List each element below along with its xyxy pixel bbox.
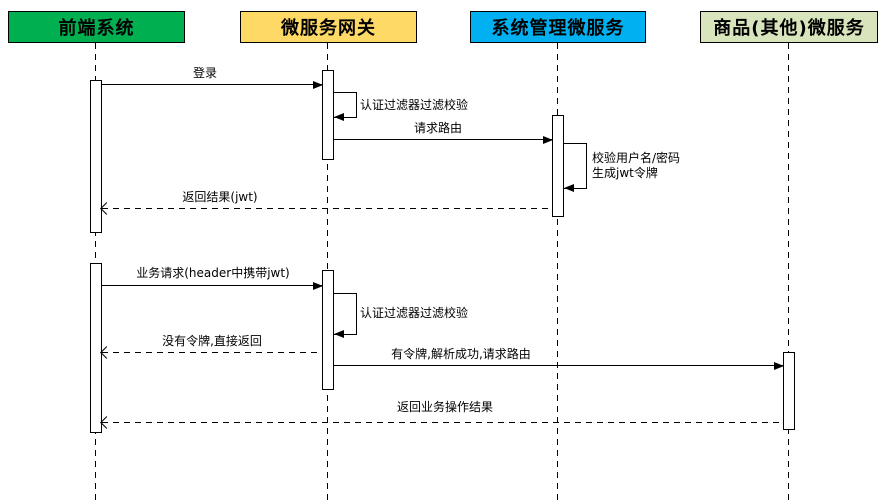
message-line-return-result <box>100 416 783 429</box>
arrowhead-left-icon <box>334 330 344 338</box>
activation-gateway-1 <box>322 70 334 160</box>
arrowhead-right-icon <box>774 362 784 370</box>
message-label-verify-user-line2: 生成jwt令牌 <box>592 166 658 180</box>
participant-product-service: 商品(其他)微服务 <box>700 11 878 43</box>
arrowhead-left-icon <box>334 113 344 121</box>
self-message-verify-user <box>564 143 587 192</box>
arrowhead-right-icon <box>313 282 323 290</box>
open-arrowhead-left-icon <box>100 416 113 429</box>
arrowhead-left-icon <box>564 184 574 192</box>
message-label-return-result: 返回业务操作结果 <box>396 400 493 414</box>
arrowhead-right-icon <box>313 81 323 89</box>
message-label-no-token-return: 没有令牌,直接返回 <box>162 334 262 348</box>
self-message-auth-filter-1 <box>334 92 357 121</box>
activation-product-service <box>783 352 795 430</box>
message-line-login <box>102 81 323 89</box>
message-line-business-request <box>102 282 323 290</box>
message-line-no-token-return <box>100 346 322 359</box>
message-label-auth-filter-1: 认证过滤器过滤校验 <box>360 98 469 112</box>
arrowhead-right-icon <box>543 136 553 144</box>
open-arrowhead-left-icon <box>100 346 113 359</box>
activation-frontend-1 <box>90 80 102 233</box>
participant-system-mgmt: 系统管理微服务 <box>470 11 646 43</box>
lifeline-product-service <box>788 43 789 500</box>
open-arrowhead-left-icon <box>100 202 113 215</box>
self-message-auth-filter-2 <box>334 293 357 338</box>
message-line-route-request <box>334 136 553 144</box>
activation-gateway-2 <box>322 270 334 390</box>
activation-system-mgmt <box>552 115 564 217</box>
participant-gateway: 微服务网关 <box>240 11 417 43</box>
message-label-verify-user-line1: 校验用户名/密码 <box>592 151 681 165</box>
message-label-login: 登录 <box>192 66 217 80</box>
participant-gateway-label: 微服务网关 <box>281 18 376 39</box>
message-label-return-jwt: 返回结果(jwt) <box>182 190 258 204</box>
participant-product-service-label: 商品(其他)微服务 <box>713 18 865 39</box>
message-line-return-jwt <box>100 202 552 215</box>
message-label-has-token-route: 有令牌,解析成功,请求路由 <box>391 347 531 361</box>
message-label-business-request: 业务请求(header中携带jwt) <box>136 266 290 280</box>
message-label-auth-filter-2: 认证过滤器过滤校验 <box>360 306 469 320</box>
lifeline-system-mgmt <box>557 43 558 500</box>
participant-system-mgmt-label: 系统管理微服务 <box>491 18 625 39</box>
message-label-route-request: 请求路由 <box>413 121 462 135</box>
participant-frontend-system-label: 前端系统 <box>58 18 135 39</box>
message-line-has-token-route <box>334 362 784 370</box>
activation-frontend-2 <box>90 263 102 433</box>
participant-frontend-system: 前端系统 <box>8 11 185 43</box>
